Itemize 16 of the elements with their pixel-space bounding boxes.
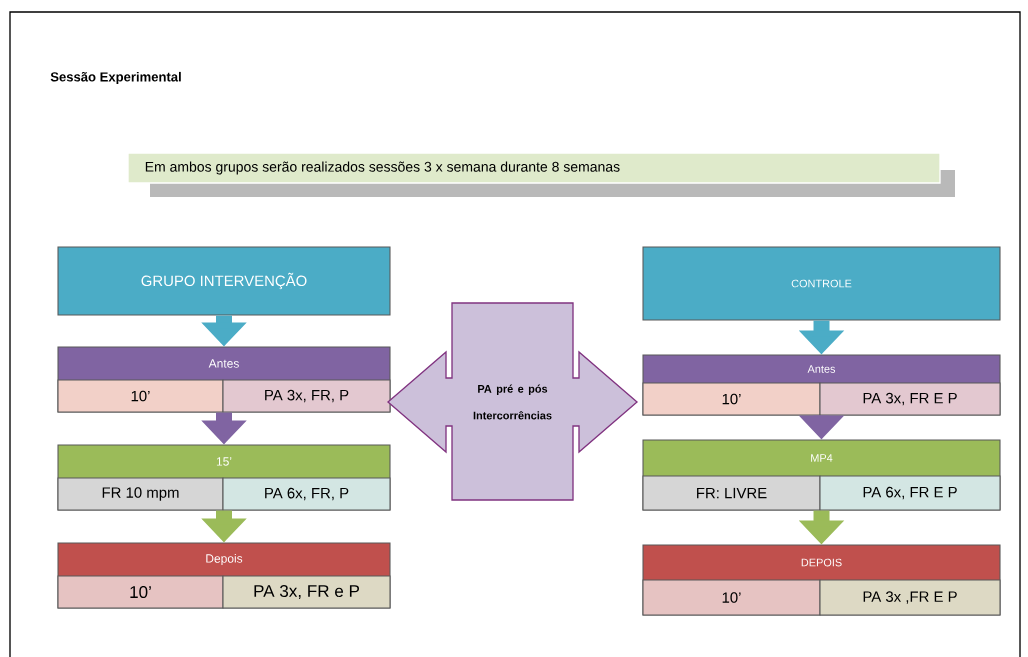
table-cell: FR 10 mpm: [57, 477, 224, 511]
table-cell: 10’: [57, 575, 224, 609]
table-cell: 10’: [642, 579, 821, 616]
title: Sessão Experimental: [50, 71, 181, 85]
table-cell: FR: LIVRE: [642, 475, 821, 511]
table-cell: PA 6x, FR E P: [819, 475, 1001, 511]
table-cell: 10’: [57, 379, 224, 413]
table-cell: PA 6x, FR, P: [222, 477, 391, 511]
group-box: CONTROLE: [642, 246, 1001, 321]
banner-box: Em ambos grupos serão realizados sessões 3 x semana durante 8 semanas: [127, 152, 955, 197]
table-cell: PA 3x, FR, P: [222, 379, 391, 413]
table-cell: PA 3x, FR e P: [222, 575, 391, 609]
group-box: GRUPO INTERVENÇÃO: [57, 246, 391, 316]
table-cell: PA 3x, FR E P: [819, 382, 1001, 416]
table-cell: PA 3x ,FR E P: [819, 579, 1001, 616]
table-cell: 10’: [642, 382, 821, 416]
